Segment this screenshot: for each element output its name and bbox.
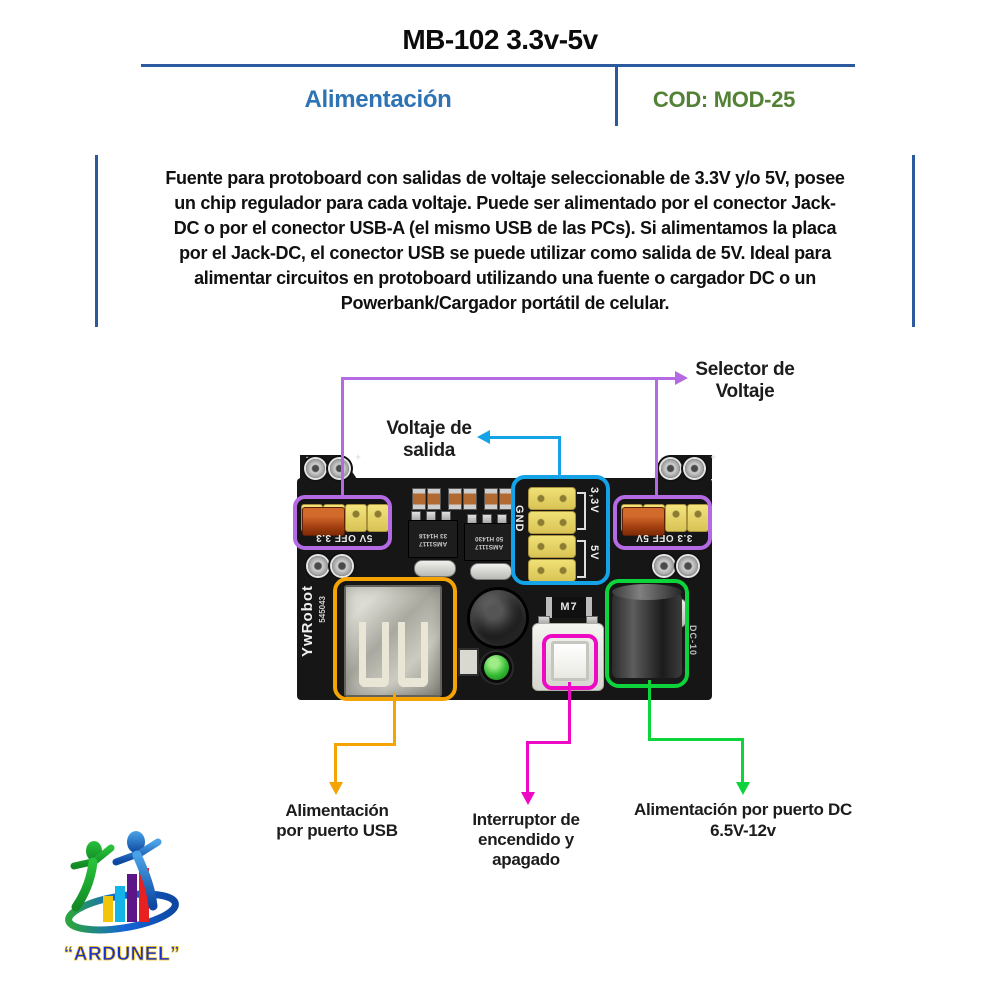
serial-silkscreen: 545043 (318, 596, 327, 623)
pin-bracket (577, 492, 586, 530)
description-line: por el Jack-DC, el conector USB se puede… (179, 243, 831, 263)
company-logo: “ARDUNEL” (56, 822, 190, 972)
smd-resistor (412, 488, 426, 510)
logo-person-green (70, 841, 115, 912)
3v3-label: 3,3V (588, 487, 600, 514)
mount-pad (661, 459, 680, 478)
smd-resistor (427, 488, 441, 510)
page-title: MB-102 3.3v-5v (402, 24, 598, 55)
voltage-selector-label: Selector de Voltaje (695, 359, 795, 402)
5v-label: 5V (588, 545, 600, 561)
tab-polarity-left: - + (306, 452, 383, 462)
regulator-marking: AMS1117 (474, 542, 504, 550)
header-divider (615, 64, 618, 126)
voltage-selector-highlight-left (293, 495, 392, 550)
power-switch-label: Interruptor de encendido y apagado (472, 810, 580, 869)
usb-port-highlight (333, 577, 457, 701)
voltage-regulator-3v3: AMS1117 33 H1418 (408, 520, 458, 558)
jumper-cap-right (622, 507, 665, 536)
description-line: DC o por el conector USB-A (el mismo USB… (173, 218, 837, 238)
dc-jack-highlight (605, 579, 689, 688)
pin-bracket (577, 540, 586, 578)
dc-callout-line-v2 (741, 738, 744, 783)
solder-pad (678, 556, 698, 576)
description-line: un chip regulador para cada voltaje. Pue… (174, 193, 836, 213)
selector-callout-line-v-left (341, 377, 344, 496)
selector-callout-line-v-right (655, 377, 658, 496)
mount-pad (685, 459, 704, 478)
dc-callout-line-h (648, 738, 744, 741)
description-line: Fuente para protoboard con salidas de vo… (165, 168, 845, 188)
description-panel: Fuente para protoboard con salidas de vo… (95, 155, 915, 327)
logo-graphic: “ARDUNEL” (63, 831, 180, 965)
mount-pad (306, 459, 325, 478)
brand-silkscreen: YwRobot (299, 585, 316, 657)
smd-resistor (448, 488, 462, 510)
usb-power-label: Alimentación por puerto USB (276, 801, 398, 840)
mount-pad (330, 459, 349, 478)
solder-pad (332, 556, 352, 576)
gnd-label: GND (513, 505, 525, 533)
dc-power-label: Alimentación por puerto DC 6.5V-12v (634, 800, 852, 840)
usb-contact (398, 622, 428, 687)
diode-m7: M7 (546, 597, 592, 618)
solder-pad (654, 556, 674, 576)
arrow-down-icon (521, 792, 535, 805)
dc-callout-line-v1 (648, 680, 651, 741)
usb-contact (359, 622, 389, 687)
usb-callout-line-h (334, 743, 396, 746)
product-code: COD: MOD-25 (652, 87, 796, 112)
capacitor (470, 590, 526, 646)
description-line: alimentar circuitos en protoboard utiliz… (194, 268, 816, 288)
jumper-cap-left (302, 507, 345, 536)
dc-jack-barrel (612, 590, 682, 678)
arrow-left-icon (477, 430, 490, 444)
regulator-tab (414, 560, 456, 577)
output-callout-line-h (489, 436, 561, 439)
category-label: Alimentación (304, 86, 452, 113)
voltage-regulator-5v: AMS1117 50 H1430 (464, 523, 514, 561)
output-voltage-highlight (511, 475, 610, 585)
jumper-pin (345, 504, 367, 532)
switch-callout-line-h (526, 741, 571, 744)
regulator-marking: 50 H1430 (474, 535, 504, 542)
regulator-marking: AMS1117 (418, 539, 448, 547)
voltage-selector-highlight-right (613, 495, 712, 550)
jumper-pin (665, 504, 687, 532)
usb-callout-line-v2 (334, 743, 337, 783)
regulator-tab (470, 563, 512, 580)
power-led (484, 655, 509, 680)
header-rule (141, 64, 855, 67)
solder-pad (308, 556, 328, 576)
logo-text: “ARDUNEL” (64, 944, 180, 965)
arrow-right-icon (675, 371, 688, 385)
logo-bars (103, 868, 149, 922)
output-voltage-label: Voltaje de salida (386, 418, 472, 461)
usb-callout-line-v1 (393, 693, 396, 746)
smd-resistor (484, 488, 498, 510)
dc-silkscreen: DC-10 (688, 625, 698, 657)
arrow-down-icon (736, 782, 750, 795)
tab-polarity-right: - + (661, 452, 738, 462)
dc-jack-top (612, 584, 682, 600)
switch-callout-line-v2 (526, 741, 529, 793)
selector-callout-line-h (341, 377, 676, 380)
switch-callout-line-v1 (568, 682, 571, 744)
regulator-marking: 33 H1418 (418, 532, 448, 539)
smd-component (458, 648, 479, 676)
output-header-row (528, 487, 576, 510)
output-callout-line-v (558, 436, 561, 477)
output-header-row (528, 511, 576, 534)
arrow-down-icon (329, 782, 343, 795)
output-header-row (528, 535, 576, 558)
logo-person-blue (112, 831, 162, 911)
description-line: Powerbank/Cargador portátil de celular. (340, 293, 670, 313)
smd-resistor (463, 488, 477, 510)
power-switch-button (551, 641, 589, 681)
